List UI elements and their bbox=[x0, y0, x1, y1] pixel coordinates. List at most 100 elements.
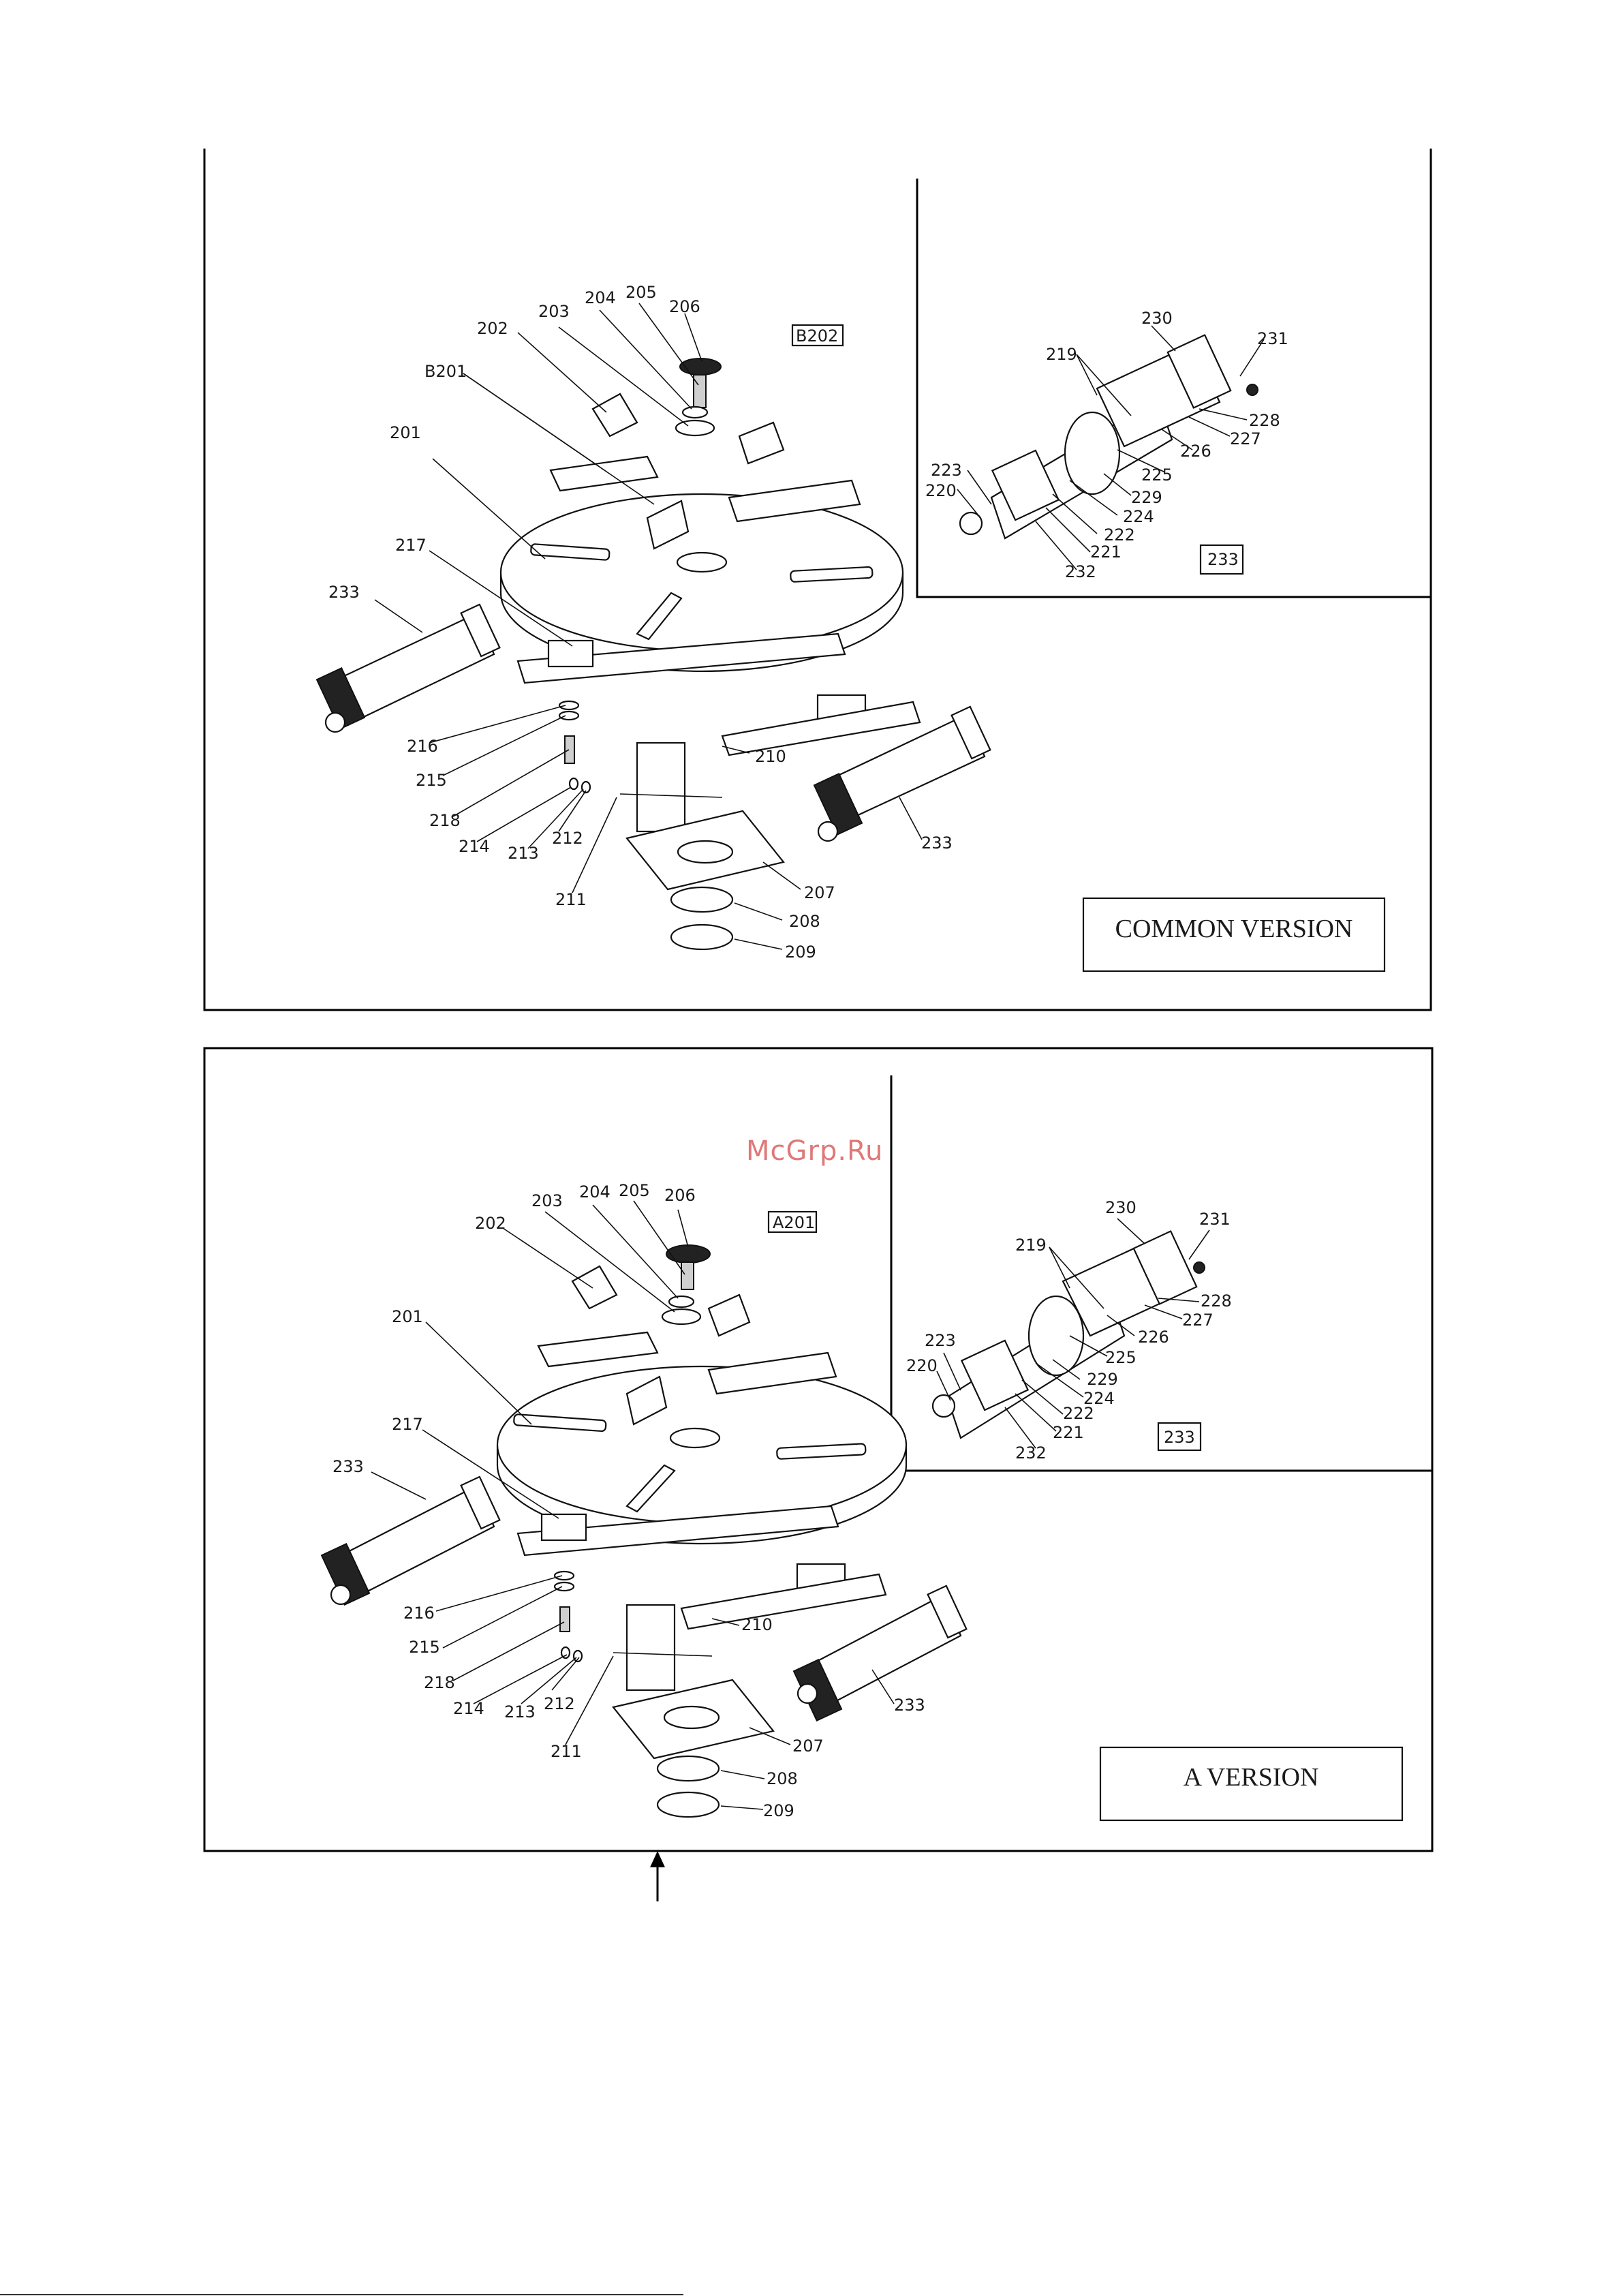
callout-233-right: 233 bbox=[921, 833, 953, 853]
jaw-top bbox=[738, 421, 785, 465]
callout-212: 212 bbox=[552, 829, 583, 848]
turntable-slot bbox=[625, 1464, 676, 1513]
callout-207: 207 bbox=[792, 1736, 824, 1756]
jaw-front bbox=[625, 1375, 668, 1426]
inset-end-cap bbox=[960, 1339, 1030, 1411]
ring-209 bbox=[670, 923, 734, 951]
callout-222: 222 bbox=[1063, 1404, 1094, 1423]
callout-230: 230 bbox=[1141, 309, 1173, 328]
inset-boxed-frame bbox=[1157, 1422, 1202, 1452]
center-post bbox=[625, 1604, 676, 1692]
callout-229: 229 bbox=[1087, 1370, 1118, 1389]
inset-boxed-frame bbox=[1199, 544, 1244, 575]
callout-232: 232 bbox=[1015, 1443, 1047, 1463]
leader-lines bbox=[371, 1200, 1210, 1810]
callout-202: 202 bbox=[475, 1214, 506, 1233]
callout-214: 214 bbox=[453, 1699, 484, 1718]
washer-208 bbox=[656, 1755, 720, 1782]
callout-213: 213 bbox=[508, 844, 539, 863]
jaw-top bbox=[707, 1294, 751, 1337]
callout-202: 202 bbox=[477, 319, 508, 338]
inset-cylinder-assembly bbox=[931, 1230, 1205, 1439]
chassis-block-left bbox=[540, 1513, 587, 1542]
callout-203: 203 bbox=[538, 302, 570, 321]
callout-203: 203 bbox=[531, 1191, 563, 1210]
callout-222: 222 bbox=[1104, 525, 1135, 545]
callout-211: 211 bbox=[555, 890, 587, 909]
callout-230: 230 bbox=[1105, 1198, 1137, 1217]
callout-201: 201 bbox=[390, 423, 421, 442]
callout-217: 217 bbox=[395, 536, 427, 555]
callout-225: 225 bbox=[1141, 465, 1173, 485]
callout-207: 207 bbox=[804, 883, 835, 902]
knob-206 bbox=[666, 1244, 711, 1264]
knob-206 bbox=[679, 358, 722, 376]
washer-203 bbox=[661, 1308, 702, 1326]
callout-231: 231 bbox=[1257, 329, 1288, 348]
callout-215: 215 bbox=[409, 1638, 440, 1657]
inset-cylinder-assembly bbox=[959, 334, 1258, 540]
callout-206: 206 bbox=[664, 1186, 696, 1205]
callout-201: 201 bbox=[392, 1307, 423, 1326]
chassis-arm bbox=[516, 1505, 839, 1557]
callout-228: 228 bbox=[1201, 1291, 1232, 1311]
nut-204 bbox=[668, 1295, 695, 1308]
version-label-frame bbox=[1082, 897, 1386, 973]
callout-209: 209 bbox=[785, 943, 816, 962]
callout-233-right: 233 bbox=[894, 1696, 925, 1715]
callout-224: 224 bbox=[1123, 507, 1154, 526]
callout-228: 228 bbox=[1249, 411, 1280, 430]
callout-219: 219 bbox=[1015, 1236, 1047, 1255]
inset-piston bbox=[1064, 411, 1121, 495]
boxed-callout-frame bbox=[767, 1210, 818, 1234]
callout-204: 204 bbox=[579, 1182, 610, 1201]
chassis-arm bbox=[516, 632, 846, 684]
cylinder-right bbox=[813, 705, 991, 842]
callout-226: 226 bbox=[1180, 442, 1211, 461]
chassis-arm-right bbox=[680, 1573, 887, 1630]
pointer-arrow bbox=[650, 1851, 665, 1901]
callout-229: 229 bbox=[1131, 488, 1162, 507]
callout-220: 220 bbox=[925, 481, 957, 500]
jaw-front bbox=[646, 500, 690, 550]
inset-head-cap bbox=[1166, 334, 1232, 409]
callout-223: 223 bbox=[925, 1331, 956, 1350]
callout-216: 216 bbox=[403, 1604, 435, 1623]
panel-common-version: 201 202 203 204 205 206 207 208 209 210 … bbox=[203, 149, 1432, 1011]
callout-B201: B201 bbox=[424, 362, 467, 381]
callout-204: 204 bbox=[585, 288, 616, 307]
turntable-hole bbox=[669, 1427, 721, 1449]
turntable-hole bbox=[676, 551, 728, 573]
bolt-205 bbox=[681, 1261, 694, 1290]
callout-220: 220 bbox=[906, 1356, 938, 1375]
callout-213: 213 bbox=[504, 1702, 536, 1721]
jaw-left bbox=[549, 455, 659, 492]
bracket-202 bbox=[571, 1265, 618, 1310]
boxed-callout-frame bbox=[791, 324, 844, 347]
callout-209: 209 bbox=[763, 1801, 794, 1820]
panel-frame bbox=[203, 149, 1432, 1011]
callout-227: 227 bbox=[1182, 1311, 1214, 1330]
callout-227: 227 bbox=[1230, 429, 1261, 448]
cylinder-left bbox=[320, 1475, 501, 1606]
callout-218: 218 bbox=[429, 811, 461, 830]
callout-224: 224 bbox=[1083, 1389, 1115, 1408]
callout-226: 226 bbox=[1138, 1328, 1169, 1347]
bracket-202 bbox=[591, 393, 638, 438]
callout-214: 214 bbox=[459, 837, 490, 856]
bolt-205 bbox=[693, 374, 707, 408]
callout-231: 231 bbox=[1199, 1210, 1231, 1229]
callout-208: 208 bbox=[767, 1769, 798, 1788]
callout-221: 221 bbox=[1090, 542, 1122, 562]
inset-head-cap bbox=[1132, 1230, 1198, 1305]
callout-233-left: 233 bbox=[333, 1457, 364, 1476]
inset-callouts: 219 220 221 222 223 224 225 226 227 228 … bbox=[925, 309, 1288, 581]
panel-a-version: 201 202 203 204 205 206 207 208 209 210 … bbox=[203, 1047, 1434, 1852]
callout-205: 205 bbox=[625, 283, 657, 302]
version-label-frame bbox=[1099, 1746, 1404, 1822]
chassis-arm-right bbox=[721, 701, 921, 756]
callout-210: 210 bbox=[755, 747, 786, 766]
inset-end-cap bbox=[991, 449, 1060, 521]
washer-208 bbox=[670, 886, 734, 913]
